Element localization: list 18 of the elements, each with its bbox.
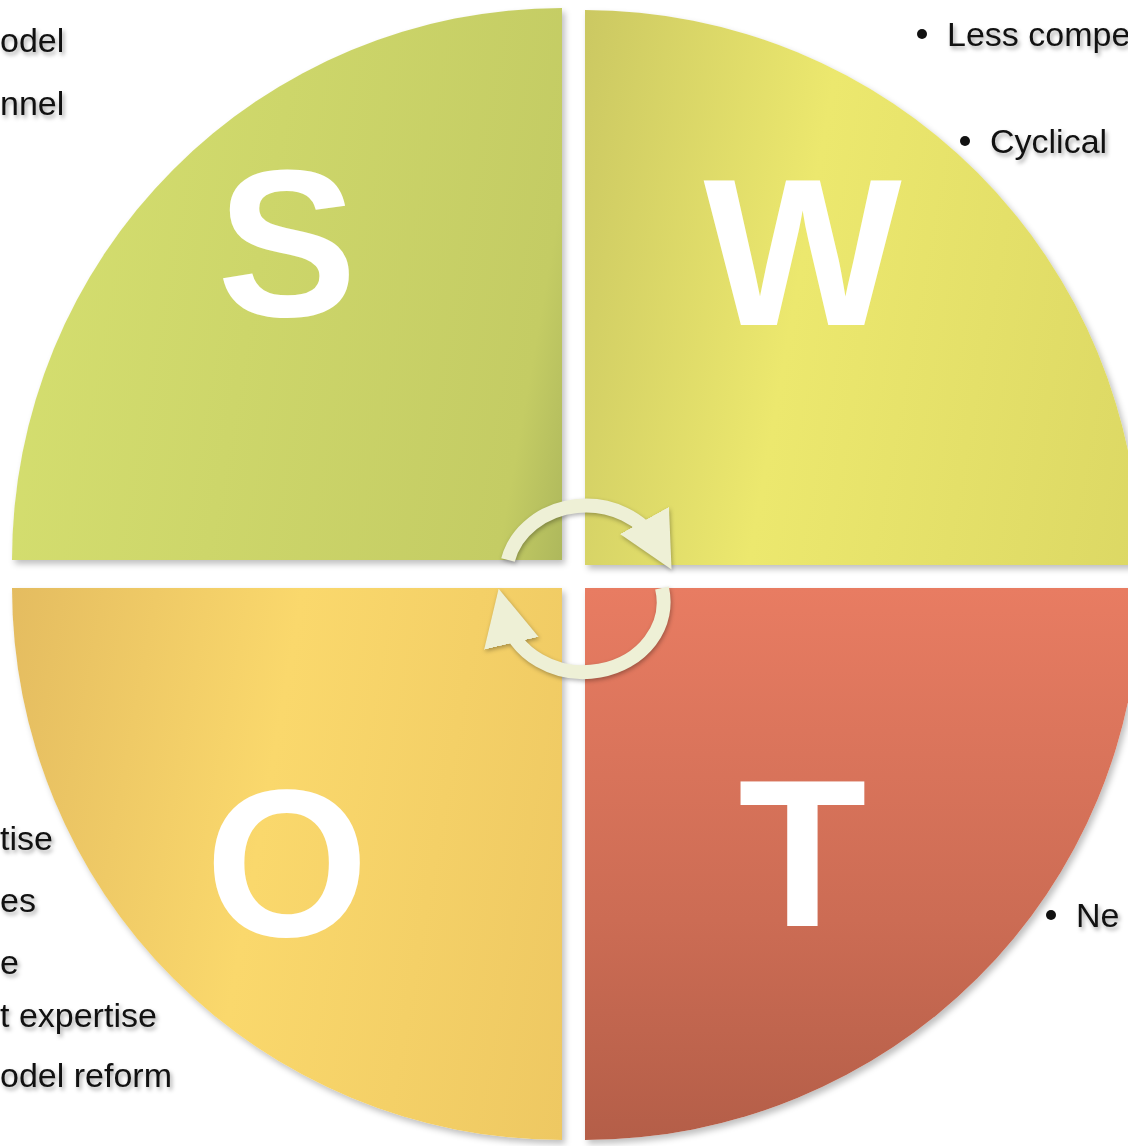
bullet-text: odel reform	[0, 1055, 172, 1096]
bullet-text: Ne	[1076, 895, 1120, 936]
quadrant-letter: W	[703, 147, 902, 358]
bullet-text: odel	[0, 20, 65, 61]
quadrant-letter: O	[205, 759, 369, 969]
bullet-text: tise	[0, 818, 53, 859]
bullet-text: e	[0, 942, 19, 983]
bullet-text: nnel	[0, 83, 65, 124]
quadrant-letter: S	[216, 139, 358, 349]
curved-arrow	[486, 586, 671, 680]
bullet-text: Less compe	[947, 14, 1128, 55]
bullet-text: t expertise	[0, 995, 157, 1036]
curved-arrow	[501, 498, 674, 569]
bullet-text: Cyclical	[990, 121, 1108, 162]
bullet-text: es	[0, 880, 36, 921]
quadrant-letter: T	[738, 749, 867, 959]
quadrant-segment	[585, 10, 1128, 565]
quadrant-segment	[585, 588, 1128, 1140]
